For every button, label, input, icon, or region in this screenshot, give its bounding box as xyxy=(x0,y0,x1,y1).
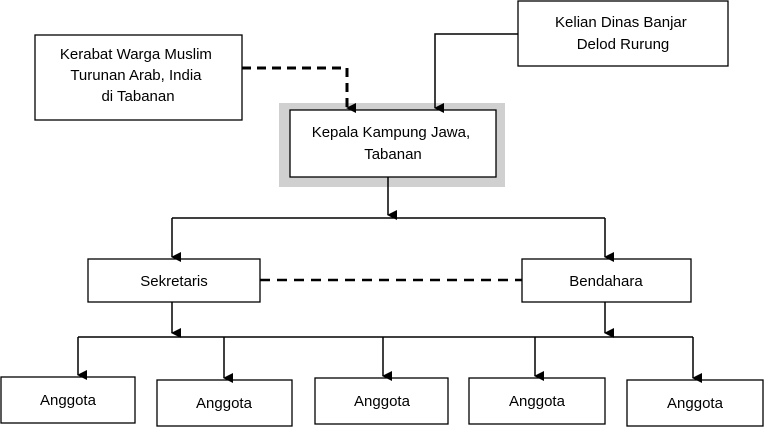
kerabat-box xyxy=(34,34,243,121)
kepala-box xyxy=(289,109,497,178)
kelian-line-1: Kelian Dinas Banjar xyxy=(555,14,687,31)
kelian-line-2: Delod Rurung xyxy=(577,36,670,53)
anggota-box-4 xyxy=(468,377,606,425)
anggota-box-2 xyxy=(156,379,293,427)
sekretaris-label: Sekretaris xyxy=(140,273,208,290)
kepala-line-2: Tabanan xyxy=(364,146,422,163)
anggota-box-3 xyxy=(314,377,449,425)
kerabat-label: Kerabat Warga Muslim Turunan Arab, India… xyxy=(60,46,216,105)
kerabat-line-1: Kerabat Warga Muslim xyxy=(60,46,212,63)
anggota-label-1: Anggota xyxy=(40,392,97,409)
anggota-label-2: Anggota xyxy=(196,395,253,412)
kelian-label: Kelian Dinas Banjar Delod Rurung xyxy=(555,14,691,53)
bendahara-box xyxy=(521,258,692,303)
kepala-line-1: Kepala Kampung Jawa, xyxy=(312,124,470,141)
kerabat-line-3: di Tabanan xyxy=(101,88,174,105)
anggota-box-1 xyxy=(0,376,136,424)
dashed-connector-kerabat-kepala xyxy=(242,66,356,113)
kelian-box xyxy=(517,0,729,67)
anggota-label-4: Anggota xyxy=(509,393,566,410)
anggota-box-5 xyxy=(626,379,764,427)
anggota-label-5: Anggota xyxy=(667,395,724,412)
bendahara-label: Bendahara xyxy=(569,273,643,290)
anggota-label-3: Anggota xyxy=(354,393,411,410)
connector-kelian-kepala xyxy=(434,33,518,113)
kepala-label: Kepala Kampung Jawa, Tabanan xyxy=(312,124,475,163)
kerabat-line-2: Turunan Arab, India xyxy=(70,67,202,84)
